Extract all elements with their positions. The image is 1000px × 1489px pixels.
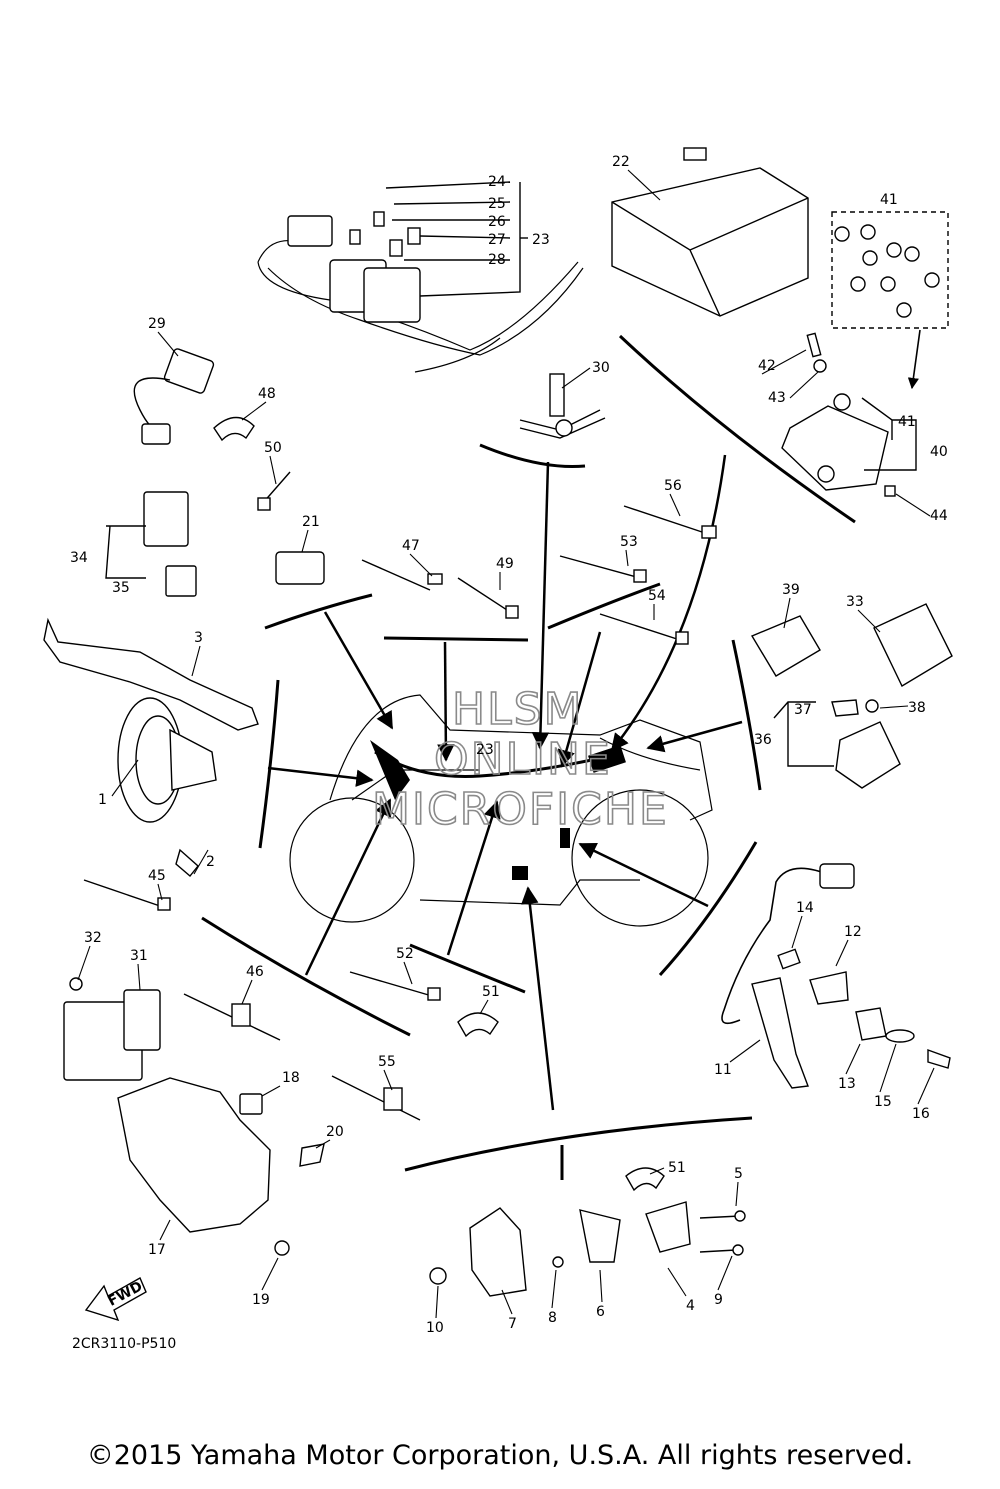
fwd-label: FWD	[105, 1278, 145, 1309]
callout-19: 19	[252, 1292, 270, 1308]
copyright-notice: ©2015 Yamaha Motor Corporation, U.S.A. A…	[86, 1440, 914, 1471]
watermark-line-2: ONLINE	[434, 734, 612, 785]
callout-23b: 23	[476, 742, 494, 758]
part-rectifier	[63, 977, 161, 1081]
callout-50: 50	[264, 440, 282, 456]
callout-41b: 41	[898, 414, 916, 430]
callout-56: 56	[664, 478, 682, 494]
callout-23: 23	[532, 232, 550, 248]
part-bolt-terminal	[519, 373, 606, 439]
callout-21: 21	[302, 514, 320, 530]
callout-37: 37	[794, 702, 812, 718]
section-dividers	[201, 334, 856, 1180]
callout-9: 9	[714, 1292, 723, 1308]
callout-51b: 51	[668, 1160, 686, 1176]
callout-52: 52	[396, 946, 414, 962]
callout-31: 31	[130, 948, 148, 964]
part-fuse-box-harness	[257, 215, 584, 373]
part-sensor-assembly-bottom	[429, 1201, 746, 1297]
part-cover-21	[275, 551, 325, 585]
callout-11: 11	[714, 1062, 732, 1078]
bike-wire-harness	[370, 740, 626, 880]
callout-26: 26	[488, 214, 506, 230]
part-fuses	[349, 211, 421, 257]
callout-51: 51	[482, 984, 500, 1000]
callout-3: 3	[194, 630, 203, 646]
callout-28: 28	[488, 252, 506, 268]
part-cable-ties	[83, 471, 717, 1121]
callout-39: 39	[782, 582, 800, 598]
callout-36: 36	[754, 732, 772, 748]
callout-27: 27	[488, 232, 506, 248]
callout-6: 6	[596, 1304, 605, 1320]
part-battery	[611, 147, 809, 317]
watermark: HLSM ONLINE MICROFICHE	[371, 683, 669, 836]
callout-15: 15	[874, 1094, 892, 1110]
callout-48: 48	[258, 386, 276, 402]
watermark-line-1: HLSM	[452, 684, 584, 735]
callout-14: 14	[796, 900, 814, 916]
callout-34: 34	[70, 550, 88, 566]
callout-46: 46	[246, 964, 264, 980]
callout-4: 4	[686, 1298, 695, 1314]
callout-55: 55	[378, 1054, 396, 1070]
callout-47: 47	[402, 538, 420, 554]
part-sensor-29	[133, 348, 215, 445]
callout-2: 2	[206, 854, 215, 870]
leader-arrows	[267, 454, 743, 1111]
callout-22: 22	[612, 154, 630, 170]
part-clips	[213, 416, 665, 1192]
fwd-arrow-badge: FWD	[84, 1277, 147, 1322]
callout-54: 54	[648, 588, 666, 604]
callout-30: 30	[592, 360, 610, 376]
callout-20: 20	[326, 1124, 344, 1140]
callout-49: 49	[496, 556, 514, 572]
callout-29: 29	[148, 316, 166, 332]
callout-leaders	[77, 169, 935, 1319]
callout-17: 17	[148, 1242, 166, 1258]
callout-12: 12	[844, 924, 862, 940]
part-sensor-11	[721, 863, 951, 1089]
group-brackets	[105, 181, 917, 767]
drawing-code: 2CR3110-P510	[72, 1336, 176, 1352]
callout-16: 16	[912, 1106, 930, 1122]
callout-labels: 1 2 3 4 5 6 7 8 9 10 11 12 13 14 15 16 1…	[70, 154, 948, 1336]
callout-5: 5	[734, 1166, 743, 1182]
callout-33: 33	[846, 594, 864, 610]
callout-41: 41	[880, 192, 898, 208]
part-horn	[117, 697, 217, 878]
part-grommet-set	[831, 211, 949, 390]
callout-42: 42	[758, 358, 776, 374]
callout-7: 7	[508, 1316, 517, 1332]
callout-44: 44	[930, 508, 948, 524]
part-relays-33-39	[750, 603, 953, 789]
callout-38: 38	[908, 700, 926, 716]
part-ecu-bracket-17	[117, 1077, 325, 1256]
part-relay-unit	[781, 332, 896, 497]
callout-35: 35	[112, 580, 130, 596]
callout-53: 53	[620, 534, 638, 550]
motorcycle-outline	[289, 694, 713, 927]
part-starter-relay	[143, 491, 197, 597]
callout-43: 43	[768, 390, 786, 406]
callout-25: 25	[488, 196, 506, 212]
callout-18: 18	[282, 1070, 300, 1086]
callout-10: 10	[426, 1320, 444, 1336]
callout-40: 40	[930, 444, 948, 460]
callout-24: 24	[488, 174, 506, 190]
part-bracket-3	[43, 617, 259, 731]
callout-1: 1	[98, 792, 107, 808]
callout-8: 8	[548, 1310, 557, 1326]
callout-13: 13	[838, 1076, 856, 1092]
callout-32: 32	[84, 930, 102, 946]
callout-45: 45	[148, 868, 166, 884]
watermark-line-3: MICROFICHE	[372, 784, 669, 835]
